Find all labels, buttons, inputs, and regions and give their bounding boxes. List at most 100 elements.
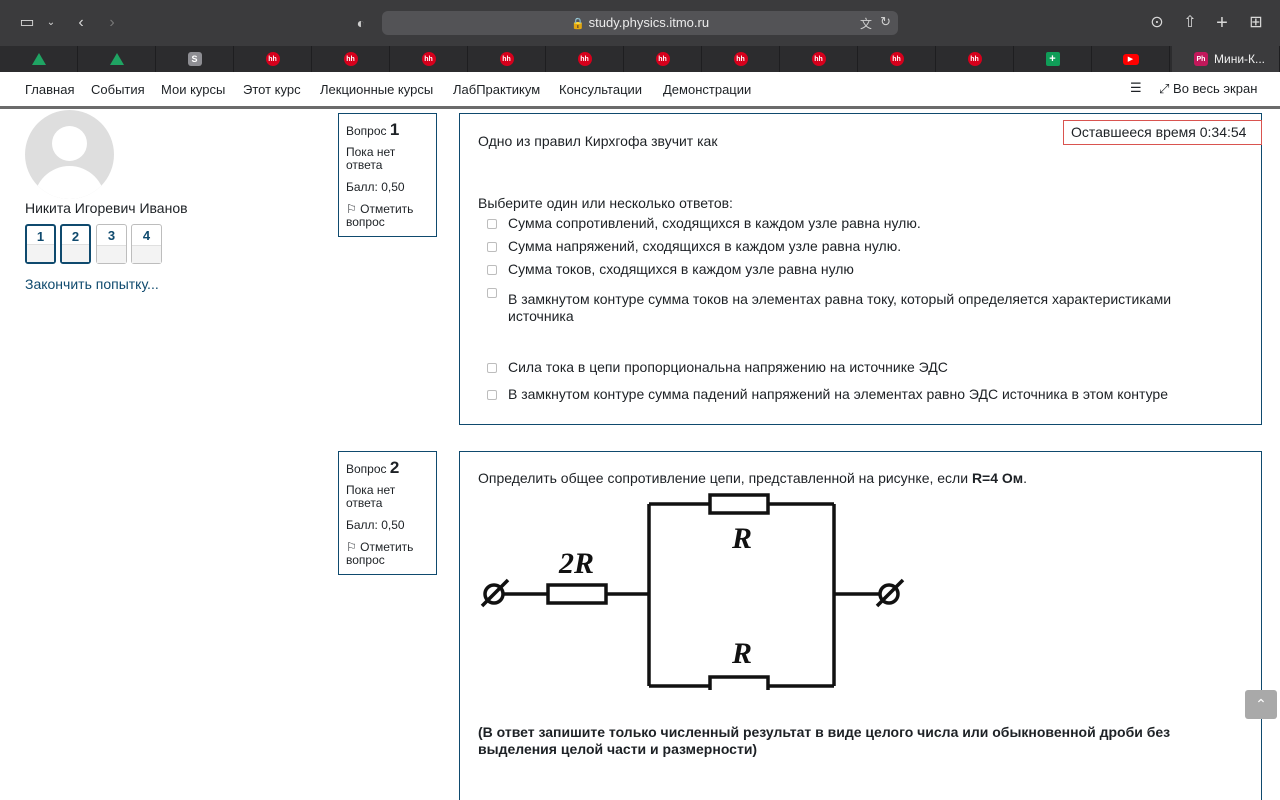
option-checkbox-6[interactable] [487, 390, 497, 400]
question-state: Пока нет ответа [346, 483, 396, 510]
option-checkbox-2[interactable] [487, 242, 497, 252]
reload-icon[interactable]: ↻ [880, 14, 891, 29]
browser-toolbar: ▭ ⌄ ‹ › ◐ 🔒study.physics.itmo.ru 文 ↻ ⊙ ⇧… [0, 0, 1280, 46]
back-icon[interactable]: ‹ [78, 14, 84, 31]
label-r-top: R [731, 522, 752, 555]
hh-favicon-icon: hh [499, 52, 514, 66]
question-number: 2 [389, 458, 400, 477]
finish-attempt-link[interactable]: Закончить попытку... [25, 276, 159, 292]
s-favicon-icon: S [187, 52, 202, 66]
option-checkbox-4[interactable] [487, 288, 497, 298]
question-info-1: Вопрос 1 Пока нет ответа Балл: 0,50 ⚐ От… [338, 113, 437, 237]
forward-icon[interactable]: › [109, 14, 115, 31]
quiz-nav-button-4[interactable]: 4 [131, 224, 162, 264]
option-label-6[interactable]: В замкнутом контуре сумма падений напряж… [508, 386, 1168, 402]
flag-icon: ⚐ [346, 202, 357, 216]
option-checkbox-3[interactable] [487, 265, 497, 275]
download-icon[interactable]: ⊙ [1150, 14, 1164, 31]
flag-question-button[interactable]: ⚐ Отметить вопрос [346, 202, 414, 229]
nav-item-8[interactable]: Демонстрации [663, 82, 752, 97]
browser-tab-13[interactable]: hh [936, 46, 1014, 72]
avatar [25, 110, 114, 199]
right-terminal [878, 583, 900, 605]
nav-item-6[interactable]: ЛабПрактикум [453, 82, 541, 97]
browser-tab-12[interactable]: hh [858, 46, 936, 72]
hh-favicon-icon: hh [733, 52, 748, 66]
browser-tab-15[interactable]: ▶ [1092, 46, 1170, 72]
question-grade: Балл: 0,50 [346, 518, 405, 532]
question-state: Пока нет ответа [346, 145, 396, 172]
new-tab-icon[interactable]: + [1216, 12, 1228, 34]
lock-icon: 🔒 [570, 18, 585, 30]
hh-favicon-icon: hh [421, 52, 436, 66]
translate-icon[interactable]: 文 [859, 17, 872, 31]
hh-favicon-icon: hh [343, 52, 358, 66]
browser-tab-2[interactable] [78, 46, 156, 72]
yt-favicon-icon: ▶ [1122, 53, 1139, 65]
tab-overview-icon[interactable]: ⊞ [1249, 14, 1263, 31]
tab-active[interactable]: Ph Мини-К... [1172, 46, 1280, 72]
resistor-2r [546, 583, 608, 605]
question-number: 1 [389, 120, 400, 139]
question-label: Вопрос [346, 462, 387, 476]
resistance-value: R=4 Ом [971, 470, 1024, 486]
privacy-shield-icon[interactable]: ◐ [356, 15, 366, 31]
hh-favicon-icon: hh [265, 52, 280, 66]
browser-tab-6[interactable]: hh [390, 46, 468, 72]
chevron-down-icon[interactable]: ⌄ [46, 17, 56, 28]
expand-icon: ⤢ [1159, 81, 1170, 96]
collapse-blocks-icon[interactable]: ☰ [1130, 80, 1142, 95]
sidebar-toggle-icon[interactable]: ▭ [19, 14, 35, 31]
option-label-3[interactable]: Сумма токов, сходящихся в каждом узле ра… [508, 261, 854, 277]
quiz-nav-button-3[interactable]: 3 [96, 224, 127, 264]
browser-tab-4[interactable]: hh [234, 46, 312, 72]
resistor-top [708, 493, 770, 515]
answer-instructions: (В ответ запишите только численный резул… [478, 724, 1171, 757]
question-content-2: Определить общее сопротивление цепи, пре… [459, 451, 1262, 800]
url-text: study.physics.itmo.ru [588, 15, 710, 30]
circuit-diagram: 2R R R [480, 493, 905, 690]
quiz-nav-button-1[interactable]: 1 [25, 224, 56, 264]
question-grade: Балл: 0,50 [346, 180, 405, 194]
ph-favicon-icon: Ph [1194, 52, 1208, 66]
browser-tab-9[interactable]: hh [624, 46, 702, 72]
hh-favicon-icon: hh [967, 52, 982, 66]
browser-tab-10[interactable]: hh [702, 46, 780, 72]
address-bar[interactable]: 🔒study.physics.itmo.ru 文 ↻ [382, 11, 898, 35]
nav-item-3[interactable]: Мои курсы [161, 82, 226, 97]
option-checkbox-1[interactable] [487, 219, 497, 229]
scroll-to-top-button[interactable]: ⌃ [1245, 690, 1277, 719]
option-label-5[interactable]: Сила тока в цепи пропорциональна напряже… [508, 359, 948, 375]
share-icon[interactable]: ⇧ [1183, 14, 1197, 31]
browser-tab-1[interactable] [0, 46, 78, 72]
timer: Оставшееся время 0:34:54 [1063, 120, 1262, 145]
question-label: Вопрос [346, 124, 387, 138]
nav-item-7[interactable]: Консультации [559, 82, 643, 97]
tab-label: Мини-К... [1214, 52, 1266, 66]
browser-tab-7[interactable]: hh [468, 46, 546, 72]
quiz-nav-button-2[interactable]: 2 [60, 224, 91, 264]
browser-tab-8[interactable]: hh [546, 46, 624, 72]
browser-tab-14[interactable]: + [1014, 46, 1092, 72]
fullscreen-button[interactable]: ⤢ Во весь экран [1159, 81, 1257, 97]
label-2r: 2R [558, 547, 594, 580]
flag-icon: ⚐ [346, 540, 357, 554]
browser-tab-5[interactable]: hh [312, 46, 390, 72]
answer-prompt: Выберите один или несколько ответов: [478, 195, 733, 211]
question-text: Одно из правил Кирхгофа звучит как [478, 133, 718, 149]
drive-favicon-icon [109, 53, 124, 65]
question-text: Определить общее сопротивление цепи, пре… [478, 470, 1028, 486]
flag-question-button[interactable]: ⚐ Отметить вопрос [346, 540, 414, 567]
option-label-4[interactable]: В замкнутом контуре сумма токов на элеме… [508, 291, 1172, 324]
nav-item-1[interactable]: Главная [25, 82, 75, 97]
nav-item-4[interactable]: Этот курс [243, 82, 301, 97]
option-label-1[interactable]: Сумма сопротивлений, сходящихся в каждом… [508, 215, 921, 231]
nav-item-5[interactable]: Лекционные курсы [320, 82, 434, 97]
option-checkbox-5[interactable] [487, 363, 497, 373]
browser-tab-11[interactable]: hh [780, 46, 858, 72]
option-label-2[interactable]: Сумма напряжений, сходящихся в каждом уз… [508, 238, 902, 254]
sheets-favicon-icon: + [1045, 52, 1060, 66]
browser-tab-3[interactable]: S [156, 46, 234, 72]
nav-item-2[interactable]: События [91, 82, 145, 97]
